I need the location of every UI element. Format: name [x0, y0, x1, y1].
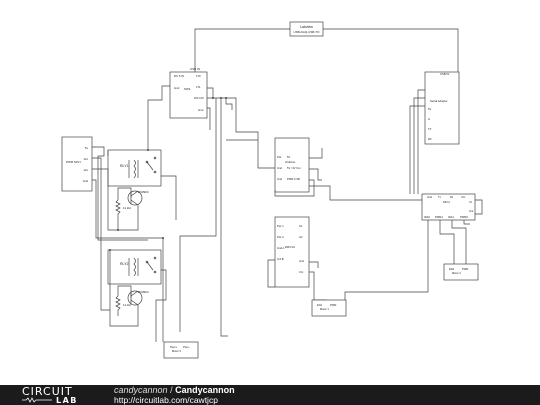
mcu-block: MCU Gnd Tx Rx Vcc Vc Out IDA0 PWM1 IDA1 … [421, 193, 476, 221]
motor3-label: Motor 3 [172, 349, 181, 353]
motor-driver-block: DRV1C Pwr 1 Pwr 2 Gnd A Out B In1 In2 Gn… [274, 216, 310, 288]
usb-adapter-pin-label: G [428, 117, 430, 121]
arduino-ref: Arduino [285, 160, 296, 164]
motor2-pin-label: EN2 [449, 267, 455, 271]
motor2-pin-label: PWM [462, 267, 468, 271]
logo-text-bottom: LAB [56, 396, 78, 405]
motor3-pin-label: Pwm+ [170, 345, 178, 349]
arduino-pin-label: 5V [287, 155, 290, 159]
mcu-pin-label: Vc [469, 200, 473, 204]
power-pin-label: 12v [83, 168, 88, 172]
arduino-block: Arduino Pwr Gnd Gnd 5V 5V / 3V Out PWM 9… [274, 137, 310, 193]
sw1-block: USB IN DC 5 IN LT0 LT1 DO1 60 Gnd Gnd SW… [169, 67, 208, 119]
sw1-ref: SW1 [184, 87, 191, 91]
motor1-pin-label: PWM [330, 303, 336, 307]
arduino-pin-label: Gnd [277, 166, 282, 170]
driver-pin-label: Pwr 2 [277, 235, 284, 239]
q1-transistor: 2N3904 [127, 190, 149, 206]
sw1-pin-label: Gnd [174, 86, 180, 90]
motor-driver-label: DRV1C [285, 245, 296, 249]
r2-resistor: 11 kΩ [115, 292, 131, 316]
logo-text-top: CIRCUIT [22, 385, 73, 398]
sw1-pin-label: LT0 [196, 74, 201, 78]
labview-block: Labview USB-DAQ-USB-TO [289, 21, 324, 37]
q1-ref: 2N3904 [138, 190, 149, 194]
mcu-pin-label: Rx [450, 195, 454, 199]
arduino-pin-label: 5V / 3V Out [287, 166, 301, 170]
project-title-line: candycannon / Candycannon [114, 385, 235, 395]
usb-adapter-pin-label: TX [428, 127, 432, 131]
mcu-pin-label: IDA1 [448, 215, 454, 219]
arduino-pin-label: PWM 9 SB [287, 177, 300, 181]
relay2-ref: RLY2 [120, 262, 129, 266]
labview-title: Labview [300, 25, 313, 29]
circuitlab-logo[interactable]: CIRCUIT LAB [22, 385, 94, 405]
usb-adapter-pin-label: RX [428, 137, 432, 141]
schematic-canvas: Labview USB-DAQ-USB-TO USB IN DC 5 IN LT… [61, 21, 483, 359]
driver-pin-label: In1 [299, 224, 303, 228]
sw1-pin-label: DO1 60 [194, 96, 204, 100]
power-pin-label: 5v [85, 146, 89, 150]
mcu-pin-label: PWM1 [435, 215, 443, 219]
arduino-pin-label: Pwr [277, 155, 282, 159]
driver-pin-label: In2 [299, 235, 303, 239]
power-pin-label: Gnd [83, 179, 89, 183]
motor1-block: EN1 PWM Motor 1 [311, 299, 347, 317]
r1-value: 11 kΩ [123, 206, 131, 210]
mcu-pin-label: Gnd [427, 195, 432, 199]
project-url[interactable]: http://circuitlab.com/cawtjcp [114, 395, 218, 405]
sw1-pin-label: LT1 [196, 85, 201, 89]
labview-subtitle: USB-DAQ-USB-TO [294, 30, 321, 34]
motor2-block: EN2 PWM Motor 2 [443, 263, 479, 281]
motor3-block: Pwm+ Pwm- Motor 3 [163, 341, 199, 359]
author-name[interactable]: candycannon [114, 385, 168, 395]
arduino-pin-label: Gnd [277, 177, 282, 181]
driver-pin-label: Pwr 1 [277, 224, 284, 228]
q2-ref: 2N3904 [138, 290, 149, 294]
power-supply-label: PWR SPLY [66, 160, 81, 164]
driver-pin-label: Gnd A [277, 246, 284, 250]
usb-adapter-title: USB IN [440, 72, 449, 76]
footer-bar: CIRCUIT LAB candycannon / Candycannon ht… [0, 385, 540, 405]
motor1-label: Motor 1 [320, 307, 329, 311]
relay1-block: RLY1 [107, 149, 162, 187]
mcu-pin-label: Vcc [461, 195, 466, 199]
driver-pin-label: Out B [277, 257, 284, 261]
sw1-pin-label: Gnd [198, 108, 204, 112]
driver-pin-label: Vcc [299, 270, 304, 274]
mcu-pin-label: PWM0 [460, 215, 468, 219]
motor3-pin-label: Pwm- [183, 345, 190, 349]
usb-serial-adapter-block: USB IN Serial Adapter 5V G TX RX [424, 71, 460, 145]
usb-adapter-label: Serial Adapter [430, 99, 448, 103]
mcu-pin-label: IDA0 [424, 215, 430, 219]
sw1-title: USB IN [190, 67, 200, 71]
relay1-ref: RLY1 [120, 164, 129, 168]
power-supply-block: PWR SPLY 5v 12v 12v Gnd [61, 136, 93, 192]
motor2-label: Motor 2 [452, 271, 461, 275]
title-separator: / [170, 385, 173, 395]
usb-adapter-pin-label: 5V [428, 107, 431, 111]
mcu-label: MCU [443, 200, 450, 204]
relay2-block: RLY2 [107, 249, 162, 285]
logo-wave-icon [22, 397, 52, 403]
driver-pin-label: Gnd [299, 259, 304, 263]
r2-value: 11 kΩ [123, 303, 131, 307]
motor1-pin-label: EN1 [317, 303, 323, 307]
wire-junctions [109, 97, 227, 251]
r1-resistor: 11 kΩ [115, 196, 131, 218]
project-name[interactable]: Candycannon [175, 385, 235, 395]
power-pin-label: 12v [83, 157, 88, 161]
mcu-pin-label: Out [469, 209, 473, 213]
mcu-pin-label: Tx [438, 195, 442, 199]
sw1-pin-label: DC 5 IN [174, 74, 184, 78]
